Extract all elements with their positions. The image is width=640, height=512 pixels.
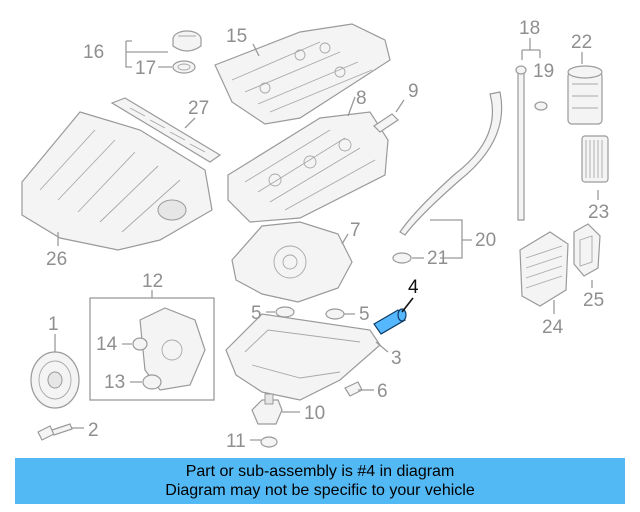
part-2-pulley-bolt xyxy=(37,423,73,441)
callout-13: 13 xyxy=(104,372,125,393)
leader-7 xyxy=(341,233,349,245)
callout-2: 2 xyxy=(88,420,99,441)
part-16-oil-filler-cap xyxy=(172,30,202,52)
part-13-seal xyxy=(142,374,162,390)
callout-1: 1 xyxy=(48,314,59,335)
part-18-dipstick xyxy=(515,65,527,221)
leader-13-14 xyxy=(122,343,142,383)
part-10-oil-level-sensor xyxy=(251,393,283,425)
callout-10: 10 xyxy=(304,403,325,424)
callout-20: 20 xyxy=(475,230,496,251)
leader-16-17 xyxy=(125,40,172,68)
part-27-intake-gasket xyxy=(110,97,222,163)
callout-7: 7 xyxy=(350,220,361,241)
callout-4: 4 xyxy=(408,277,419,298)
part-22-filter-housing xyxy=(567,65,603,125)
part-19-seal xyxy=(534,101,548,111)
callout-22: 22 xyxy=(571,32,592,53)
part-12-front-cover xyxy=(139,307,206,391)
callout-12: 12 xyxy=(142,271,163,292)
part-21-seal xyxy=(392,252,412,264)
leader-4 xyxy=(401,297,414,313)
info-banner: Part or sub-assembly is #4 in diagram Di… xyxy=(15,458,625,504)
callout-25: 25 xyxy=(583,290,604,311)
banner-line-1: Part or sub-assembly is #4 in diagram xyxy=(185,463,455,480)
callout-21: 21 xyxy=(427,248,448,269)
part-20-dipstick-tube xyxy=(399,91,503,236)
callout-15: 15 xyxy=(226,26,247,47)
callout-18: 18 xyxy=(519,18,540,39)
leader-5 xyxy=(266,311,355,315)
part-6-drain-plug xyxy=(344,381,363,397)
part-5-seal-left xyxy=(275,306,295,318)
part-8-cylinder-head xyxy=(227,111,389,223)
leader-9 xyxy=(395,99,405,113)
leader-8 xyxy=(347,96,356,117)
callout-3: 3 xyxy=(391,348,402,369)
leader-18-19 xyxy=(521,38,541,60)
part-5-seal-right xyxy=(325,308,345,320)
leader-27 xyxy=(184,117,196,129)
leader-20 xyxy=(430,219,472,259)
leader-15 xyxy=(252,43,260,57)
callout-5-right: 5 xyxy=(359,304,370,325)
callout-24: 24 xyxy=(542,317,564,338)
callout-23: 23 xyxy=(588,202,609,223)
part-15-valve-cover xyxy=(214,23,391,125)
part-11-sensor-seal xyxy=(260,436,278,448)
part-3-oil-pan xyxy=(225,313,381,401)
part-26-intake-manifold xyxy=(21,111,213,251)
part-25-cooler-gasket xyxy=(573,223,601,277)
callout-5-left: 5 xyxy=(251,303,262,324)
callout-16: 16 xyxy=(83,42,104,63)
part-9-sensor xyxy=(373,113,399,133)
callout-26: 26 xyxy=(46,249,67,270)
banner-line-2: Diagram may not be specific to your vehi… xyxy=(165,482,475,499)
part-23-oil-filter xyxy=(581,135,609,183)
part-17-cap-seal xyxy=(172,60,196,74)
part-1-pulley xyxy=(30,351,80,409)
part-7-oil-pump xyxy=(231,221,353,303)
callout-6: 6 xyxy=(377,381,388,402)
parts-diagram: 1 2 3 4 5 5 6 7 8 9 10 11 12 13 14 15 16… xyxy=(21,18,609,452)
callout-17: 17 xyxy=(135,58,156,79)
part-14-seal xyxy=(132,337,148,351)
leader-10-11 xyxy=(250,411,300,441)
callout-11: 11 xyxy=(226,431,246,452)
leader-3 xyxy=(375,341,389,353)
callout-19: 19 xyxy=(533,61,554,82)
part-24-oil-cooler xyxy=(519,231,569,307)
callout-27: 27 xyxy=(188,98,209,119)
callout-14: 14 xyxy=(96,334,118,355)
callout-9: 9 xyxy=(408,81,419,102)
callout-8: 8 xyxy=(356,88,367,109)
part-4-highlighted xyxy=(373,308,407,335)
